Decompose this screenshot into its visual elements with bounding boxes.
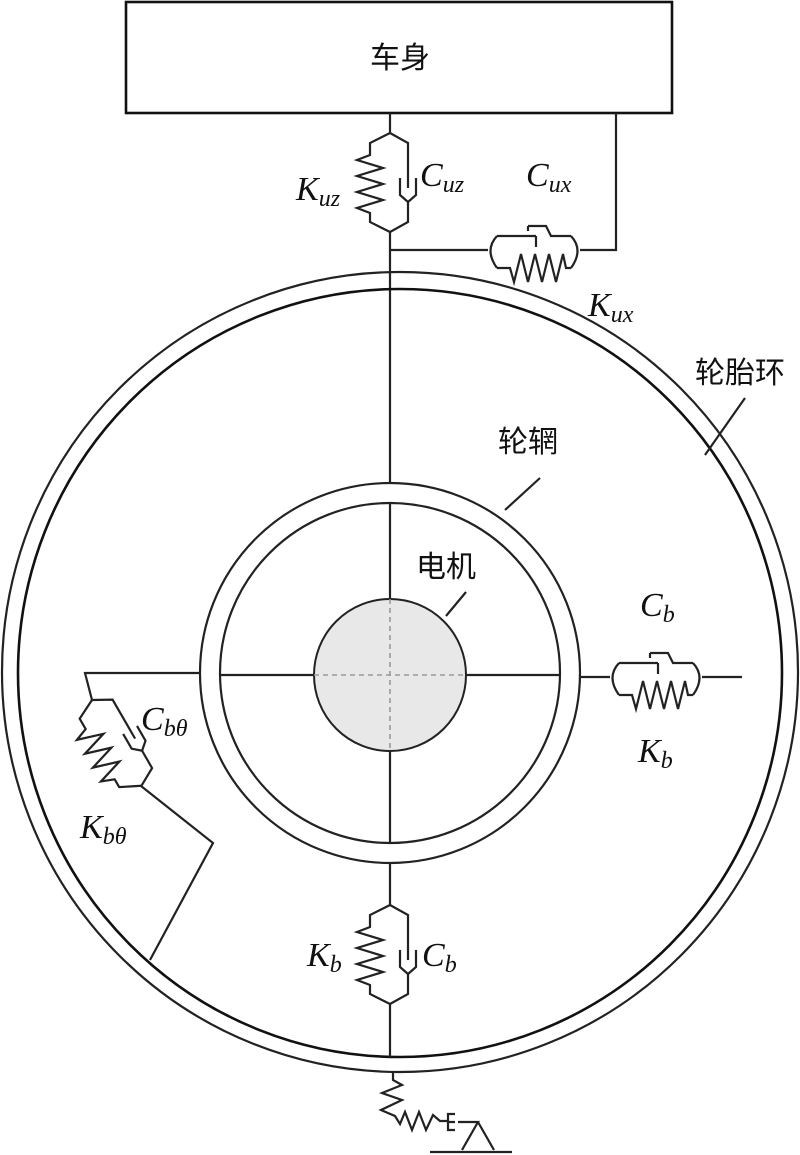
rim-leader: [504, 477, 541, 511]
car-body-label: 车身: [370, 41, 430, 76]
kbtheta-label: Kbθ: [79, 809, 127, 850]
kux-label: Kux: [587, 287, 634, 328]
cux-label: Cux: [526, 157, 572, 198]
rotational-spring-damper: [62, 671, 215, 961]
motor-leader: [445, 591, 467, 617]
cbtheta-label: Cbθ: [141, 701, 188, 742]
car-body: 车身: [124, 0, 674, 115]
ground-contact: [378, 1072, 512, 1154]
suspension-longitudinal: [390, 113, 618, 284]
motor-label: 电机: [416, 550, 476, 585]
rim-label: 轮辋: [498, 425, 558, 460]
radial-spring-damper-right: [580, 651, 742, 711]
cuz-label: Cuz: [420, 157, 465, 198]
tire-ring-leader: [704, 397, 746, 456]
kuz-label: Kuz: [295, 171, 341, 212]
kb-right-label: Kb: [637, 733, 673, 774]
tire-ring-label: 轮胎环: [695, 356, 785, 391]
cb-right-label: Cb: [640, 587, 675, 628]
radial-spring-damper-bottom: [355, 863, 418, 1057]
suspension-vertical: [355, 113, 418, 483]
kb-bottom-label: Kb: [306, 937, 342, 978]
tire-ring: [0, 270, 800, 1074]
cb-bottom-label: Cb: [422, 937, 457, 978]
motor: [313, 598, 467, 752]
